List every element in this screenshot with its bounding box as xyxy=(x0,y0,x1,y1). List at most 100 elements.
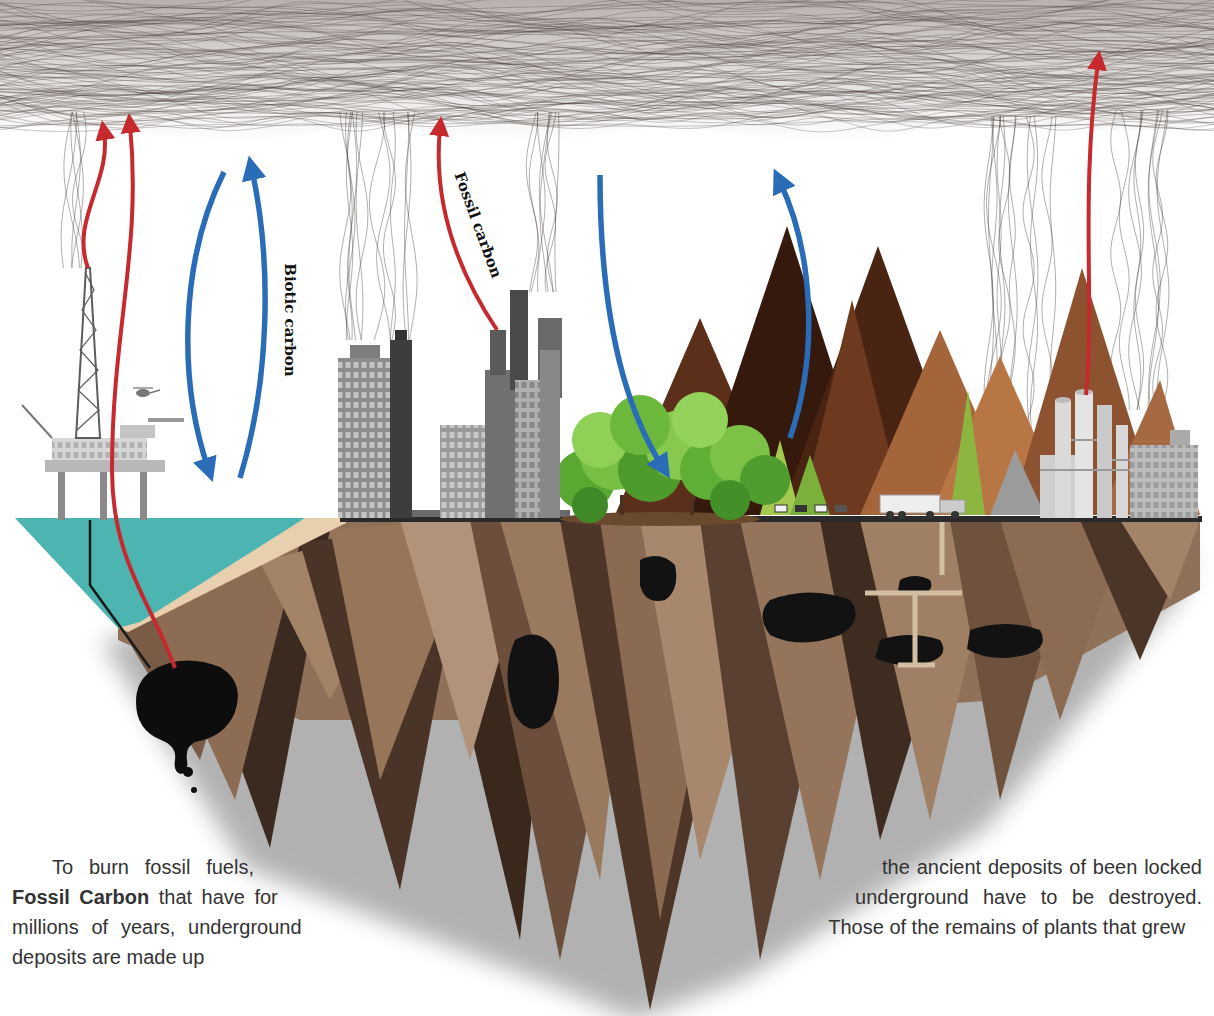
smoke-wisp xyxy=(1148,110,1159,410)
smoke-wisp xyxy=(346,112,355,340)
forest xyxy=(672,392,728,448)
cattle xyxy=(795,505,807,512)
smog-strand xyxy=(0,16,1214,52)
truck xyxy=(926,511,934,519)
oil-deposit xyxy=(136,661,238,774)
smog-strand xyxy=(0,59,1214,97)
smoke-wisp xyxy=(71,112,83,268)
smog-strand xyxy=(0,78,1214,115)
oil-rig xyxy=(100,470,107,520)
smog-strand xyxy=(0,10,1214,45)
carbon-arrows xyxy=(600,175,662,466)
oil-rig xyxy=(52,438,147,460)
carbon-arrows xyxy=(83,132,105,268)
oil-rig xyxy=(133,388,153,389)
carbon-arrows xyxy=(780,182,809,438)
carbon-arrows xyxy=(83,62,1098,668)
smog-strand xyxy=(0,106,1214,127)
body-text: Fossil Carbon xyxy=(12,886,149,908)
smoke-wisp xyxy=(1135,110,1143,410)
cattle xyxy=(835,505,847,512)
smoke-wisp xyxy=(539,112,553,292)
oil-rig xyxy=(136,389,150,397)
smoke-wisp xyxy=(349,112,357,340)
forest xyxy=(555,392,790,526)
oil-rig xyxy=(45,460,165,472)
coal-deposit xyxy=(875,635,943,665)
factory xyxy=(1055,400,1071,518)
smoke-wisp xyxy=(555,112,559,292)
truck xyxy=(880,495,940,513)
smoke-wisp xyxy=(538,112,546,292)
smog-strand xyxy=(0,20,1214,35)
smog-strand xyxy=(0,116,1214,126)
forest xyxy=(572,487,608,523)
city xyxy=(485,370,515,518)
forest xyxy=(690,495,694,515)
smog-strand xyxy=(0,2,1214,18)
island-underside xyxy=(1080,520,1200,660)
ocean xyxy=(15,518,305,628)
smog-strands xyxy=(0,0,1214,440)
truck xyxy=(898,511,906,519)
smog-strand xyxy=(0,0,1214,29)
truck xyxy=(880,495,965,519)
oil-deposit xyxy=(183,767,193,777)
oil-rig xyxy=(58,470,65,520)
smog-strand xyxy=(0,77,1214,113)
factory xyxy=(1170,430,1190,445)
mountains xyxy=(990,450,1045,515)
cattle xyxy=(775,505,847,512)
smoke-wisp xyxy=(377,112,391,340)
smoke-wisp xyxy=(1023,116,1034,440)
factory xyxy=(1130,445,1198,518)
smoke-wisp xyxy=(1134,110,1141,410)
smog-strand xyxy=(0,75,1214,106)
factory xyxy=(1130,445,1198,518)
smoke-wisp xyxy=(1129,110,1142,410)
smoke-wisp xyxy=(529,112,538,292)
cattle xyxy=(815,505,827,512)
smog-strand xyxy=(0,103,1214,128)
city xyxy=(338,358,398,518)
smoke-wisp xyxy=(1027,116,1038,440)
smog-strand xyxy=(0,110,1214,129)
smog-strand xyxy=(0,67,1214,106)
smoke-wisp xyxy=(346,112,352,340)
oil-rig xyxy=(77,272,99,430)
arrow-label: Biotic carbon xyxy=(281,263,299,377)
carbon-arrows xyxy=(112,125,175,668)
smoke-wisp xyxy=(390,112,395,340)
smoke-wisp xyxy=(1156,110,1168,410)
smog-strand xyxy=(0,40,1214,64)
city xyxy=(338,290,562,518)
smoke-wisp xyxy=(403,112,411,340)
factory xyxy=(1116,425,1128,518)
coal-deposit xyxy=(640,556,676,601)
text-column: the ancient deposits of been locked unde… xyxy=(770,852,1202,977)
conifer-trees xyxy=(760,390,985,515)
oil-rig xyxy=(52,438,147,460)
oil-deposit xyxy=(191,787,197,793)
smoke-wisp xyxy=(340,112,351,340)
truck xyxy=(886,511,894,519)
factory xyxy=(1040,389,1198,518)
oil-rig xyxy=(148,418,184,422)
island-underside xyxy=(1120,520,1200,600)
city xyxy=(540,350,560,518)
factory xyxy=(1075,389,1093,395)
truck xyxy=(951,511,959,519)
factory xyxy=(1055,397,1071,403)
oil-rig xyxy=(22,405,52,438)
smoke-wisp xyxy=(356,112,368,340)
coal-deposit xyxy=(508,556,1043,729)
factory xyxy=(1040,440,1130,470)
smog-strand xyxy=(0,113,1214,130)
arrow-label: Fossil carbon xyxy=(450,170,505,281)
factory xyxy=(1075,392,1093,518)
city xyxy=(510,290,528,390)
oil-rig xyxy=(120,425,155,438)
forest xyxy=(620,495,624,515)
smoke-wisp xyxy=(1119,110,1129,410)
